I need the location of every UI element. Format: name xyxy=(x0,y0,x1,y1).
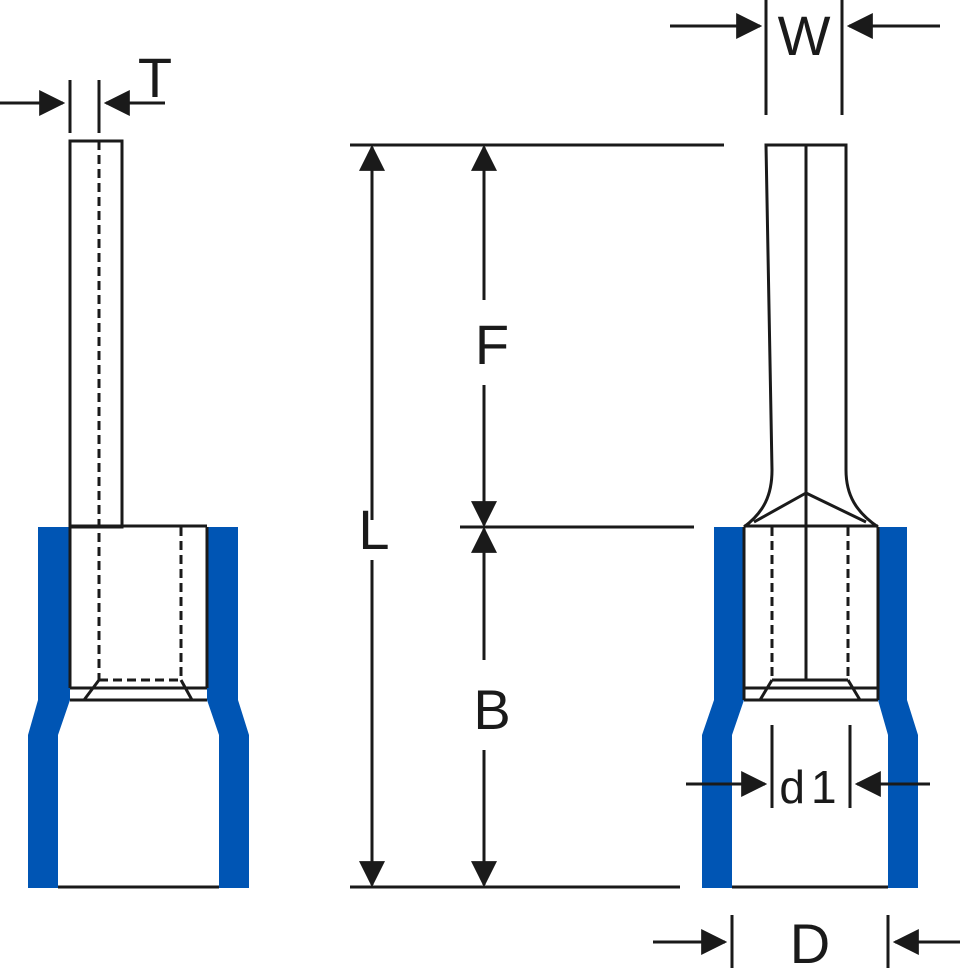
front-view xyxy=(653,0,960,968)
pin-outline xyxy=(68,139,124,529)
label-F: F xyxy=(475,313,509,376)
left-insulation-wall xyxy=(28,527,70,888)
label-B: B xyxy=(473,678,510,741)
front-right-insulation-wall xyxy=(878,527,918,888)
label-D: D xyxy=(790,912,830,968)
side-view xyxy=(0,80,249,889)
label-T: T xyxy=(138,46,172,109)
right-insulation-wall xyxy=(207,527,249,888)
label-W: W xyxy=(778,4,831,67)
label-d1: d1 xyxy=(779,761,842,813)
label-L: L xyxy=(358,498,389,561)
flat-pin-outline xyxy=(743,143,879,529)
length-dimensions xyxy=(350,143,724,889)
front-left-insulation-wall xyxy=(702,527,744,888)
